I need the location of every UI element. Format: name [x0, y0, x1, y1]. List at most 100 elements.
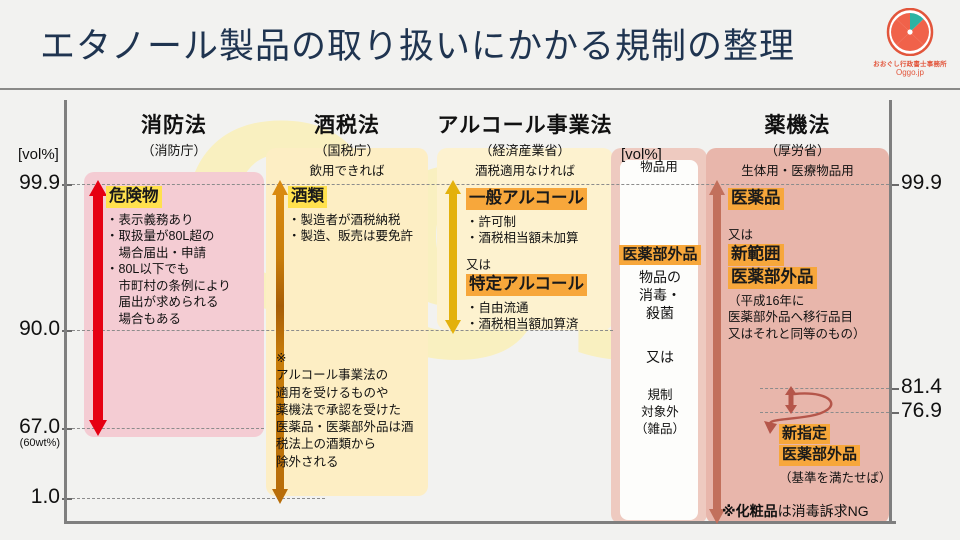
column-condition-alcohol: 酒税適用なければ	[474, 164, 575, 178]
tag-tokutei-alcohol: 特定アルコール	[466, 273, 588, 296]
band-alcohol	[437, 148, 613, 330]
buppin-or-label: 又は	[646, 349, 674, 365]
buppin-use-text: 物品の 消毒・ 殺菌	[616, 268, 704, 323]
buppin-exempt-text: 規制 対象外 （雑品）	[616, 387, 704, 438]
column-agency-yakki: （厚労省）	[764, 143, 830, 158]
column-name-shuzei: 酒税法	[314, 114, 380, 137]
shobo-line-1: ・表示義務あり	[106, 212, 194, 227]
gridline-99-9	[72, 184, 889, 185]
buppin-line-2: 消毒・	[639, 287, 681, 304]
tag-kikenbutsu: 危険物	[106, 186, 231, 208]
footnote-bold-part: ※化粧品	[722, 503, 778, 519]
range-arrow-yakki	[707, 180, 727, 529]
column-agency-shobo: （消防庁）	[141, 143, 207, 158]
shuzei-line-1: ・製造者が酒税納税	[288, 212, 401, 227]
header-divider	[0, 88, 960, 90]
tick-right-81-4	[889, 388, 899, 390]
curved-arrow-icon	[758, 388, 868, 445]
shuzei-line-2: ・製造、販売は要免許	[288, 229, 414, 244]
page-title: エタノール製品の取り扱いにかかる規制の整理	[40, 27, 795, 66]
alcohol-or-label: 又は	[466, 257, 492, 272]
tick-99-9	[62, 184, 72, 186]
logo: おおぐし行政書士事務所 Oggo.jp	[868, 7, 952, 90]
band-buppin	[611, 148, 707, 524]
tick-right-99-9	[889, 184, 899, 186]
column-name-yakki: 薬機法	[764, 114, 831, 137]
buppin-line-3: 殺菌	[646, 305, 674, 322]
axis-label-right-99-9: 99.9	[901, 171, 942, 194]
column-name-alcohol: アルコール事業法	[437, 114, 613, 137]
gridline-1-0	[72, 498, 325, 499]
alcohol-line-2: ・酒税相当額未加算	[466, 231, 579, 246]
page-header: エタノール製品の取り扱いにかかる規制の整理	[0, 0, 960, 90]
yakki-line-2: 医薬部外品へ移行品目	[728, 310, 854, 325]
buppin-line-1: 物品の	[639, 269, 681, 285]
yakki-line-1: （平成16年に	[728, 293, 805, 308]
logo-site-name: Oggo.jp	[895, 68, 925, 77]
column-header-alcohol: アルコール事業法 （経済産業省）	[425, 109, 625, 159]
tick-90-0	[62, 330, 72, 332]
tick-1-0	[62, 498, 72, 500]
chart-frame-right-axis	[889, 100, 892, 524]
column-condition-shuzei: 飲用できれば	[309, 164, 385, 178]
content-yakki: 医薬品 又は 新範囲 医薬部外品 （平成16年に 医薬部外品へ移行品目 又はそれ…	[728, 188, 866, 342]
shobo-line-7: 場合もある	[106, 311, 182, 326]
column-header-yakki: 薬機法 （厚労省）	[706, 109, 889, 159]
shobo-line-6: 届出が求められる	[106, 295, 219, 310]
tag-shinhani: 新範囲	[728, 243, 866, 266]
note-shuzei-line-6: 税法上の酒類から	[276, 437, 377, 452]
yakki-or-label: 又は	[728, 227, 754, 242]
column-condition-buppin: 物品用	[640, 160, 678, 174]
axis-unit-mid: [vol%]	[621, 146, 662, 163]
footnote-cosmetics: ※化粧品は消毒訴求NG	[722, 501, 869, 521]
axis-label-67-0-sub: (60wt%)	[19, 437, 60, 449]
note-shuzei-line-1: ※	[276, 351, 287, 365]
axis-label-right-81-4: 81.4	[901, 375, 942, 398]
content-shobo: 危険物 ・表示義務あり ・取扱量が80L超の 場合届出・申請 ・80L以下でも …	[106, 186, 231, 327]
gridline-67-0	[72, 428, 264, 429]
column-header-shobo: 消防法 （消防庁）	[84, 109, 264, 159]
content-shuzei: 酒類 ・製造者が酒税納税 ・製造、販売は要免許	[288, 186, 413, 245]
citrus-slice-icon	[886, 7, 934, 57]
tag-ippan-alcohol: 一般アルコール	[466, 188, 588, 210]
column-agency-alcohol: （経済産業省）	[479, 143, 571, 158]
note-shuzei-line-5: 医薬品・医薬部外品は酒	[276, 420, 414, 434]
buppin-exempt-line-2: 対象外	[641, 404, 679, 419]
chart-frame	[64, 100, 896, 524]
axis-label-90-0: 90.0	[19, 317, 60, 340]
gridline-90-0	[72, 330, 613, 331]
axis-unit-left: [vol%]	[18, 146, 59, 163]
content-buppin: 医薬部外品	[616, 245, 704, 266]
range-arrow-alcohol	[443, 180, 463, 339]
column-name-shobo: 消防法	[141, 114, 207, 137]
alcohol-line-3: ・自由流通	[466, 300, 529, 315]
tag-shurui: 酒類	[288, 186, 413, 208]
band-buppin-inner	[620, 160, 698, 520]
axis-label-right-76-9: 76.9	[901, 399, 942, 422]
axis-label-99-9: 99.9	[19, 171, 60, 194]
tag-iyakuhin: 医薬品	[728, 188, 866, 210]
content-alcohol: 一般アルコール ・許可制 ・酒税相当額未加算 又は 特定アルコール ・自由流通 …	[466, 188, 588, 333]
callout-sub: （基準を満たせば）	[779, 470, 892, 485]
callout-line-1: 新指定	[779, 424, 892, 445]
buppin-exempt-line-3: （雑品）	[634, 421, 685, 436]
logo-office-name: おおぐし行政書士事務所	[873, 61, 947, 68]
buppin-exempt-line-1: 規制	[647, 388, 673, 402]
shobo-line-2: ・取扱量が80L超の	[106, 229, 215, 244]
range-arrow-shuzei	[269, 180, 291, 509]
gridline-81-4	[760, 388, 889, 389]
note-shuzei-line-7: 除外される	[276, 454, 339, 469]
alcohol-line-4: ・酒税相当額加算済	[466, 317, 579, 332]
shobo-line-3: 場合届出・申請	[106, 245, 207, 260]
tick-67-0	[62, 428, 72, 430]
column-condition-yakki: 生体用・医療物品用	[741, 164, 854, 178]
yakki-line-3: 又はそれと同等のもの）	[728, 326, 866, 341]
column-header-shuzei: 酒税法 （国税庁）	[266, 109, 428, 159]
note-shuzei-line-4: 薬機法で承認を受けた	[276, 402, 402, 417]
tag-shinhani-bugaihin: 医薬部外品	[728, 266, 866, 289]
callout-line-2: 医薬部外品	[779, 445, 892, 466]
shobo-line-4: ・80L以下でも	[106, 262, 190, 277]
footnote-rest: は消毒訴求NG	[777, 503, 869, 519]
range-arrow-new-designated	[782, 386, 800, 419]
range-arrow-shobo	[86, 180, 110, 441]
